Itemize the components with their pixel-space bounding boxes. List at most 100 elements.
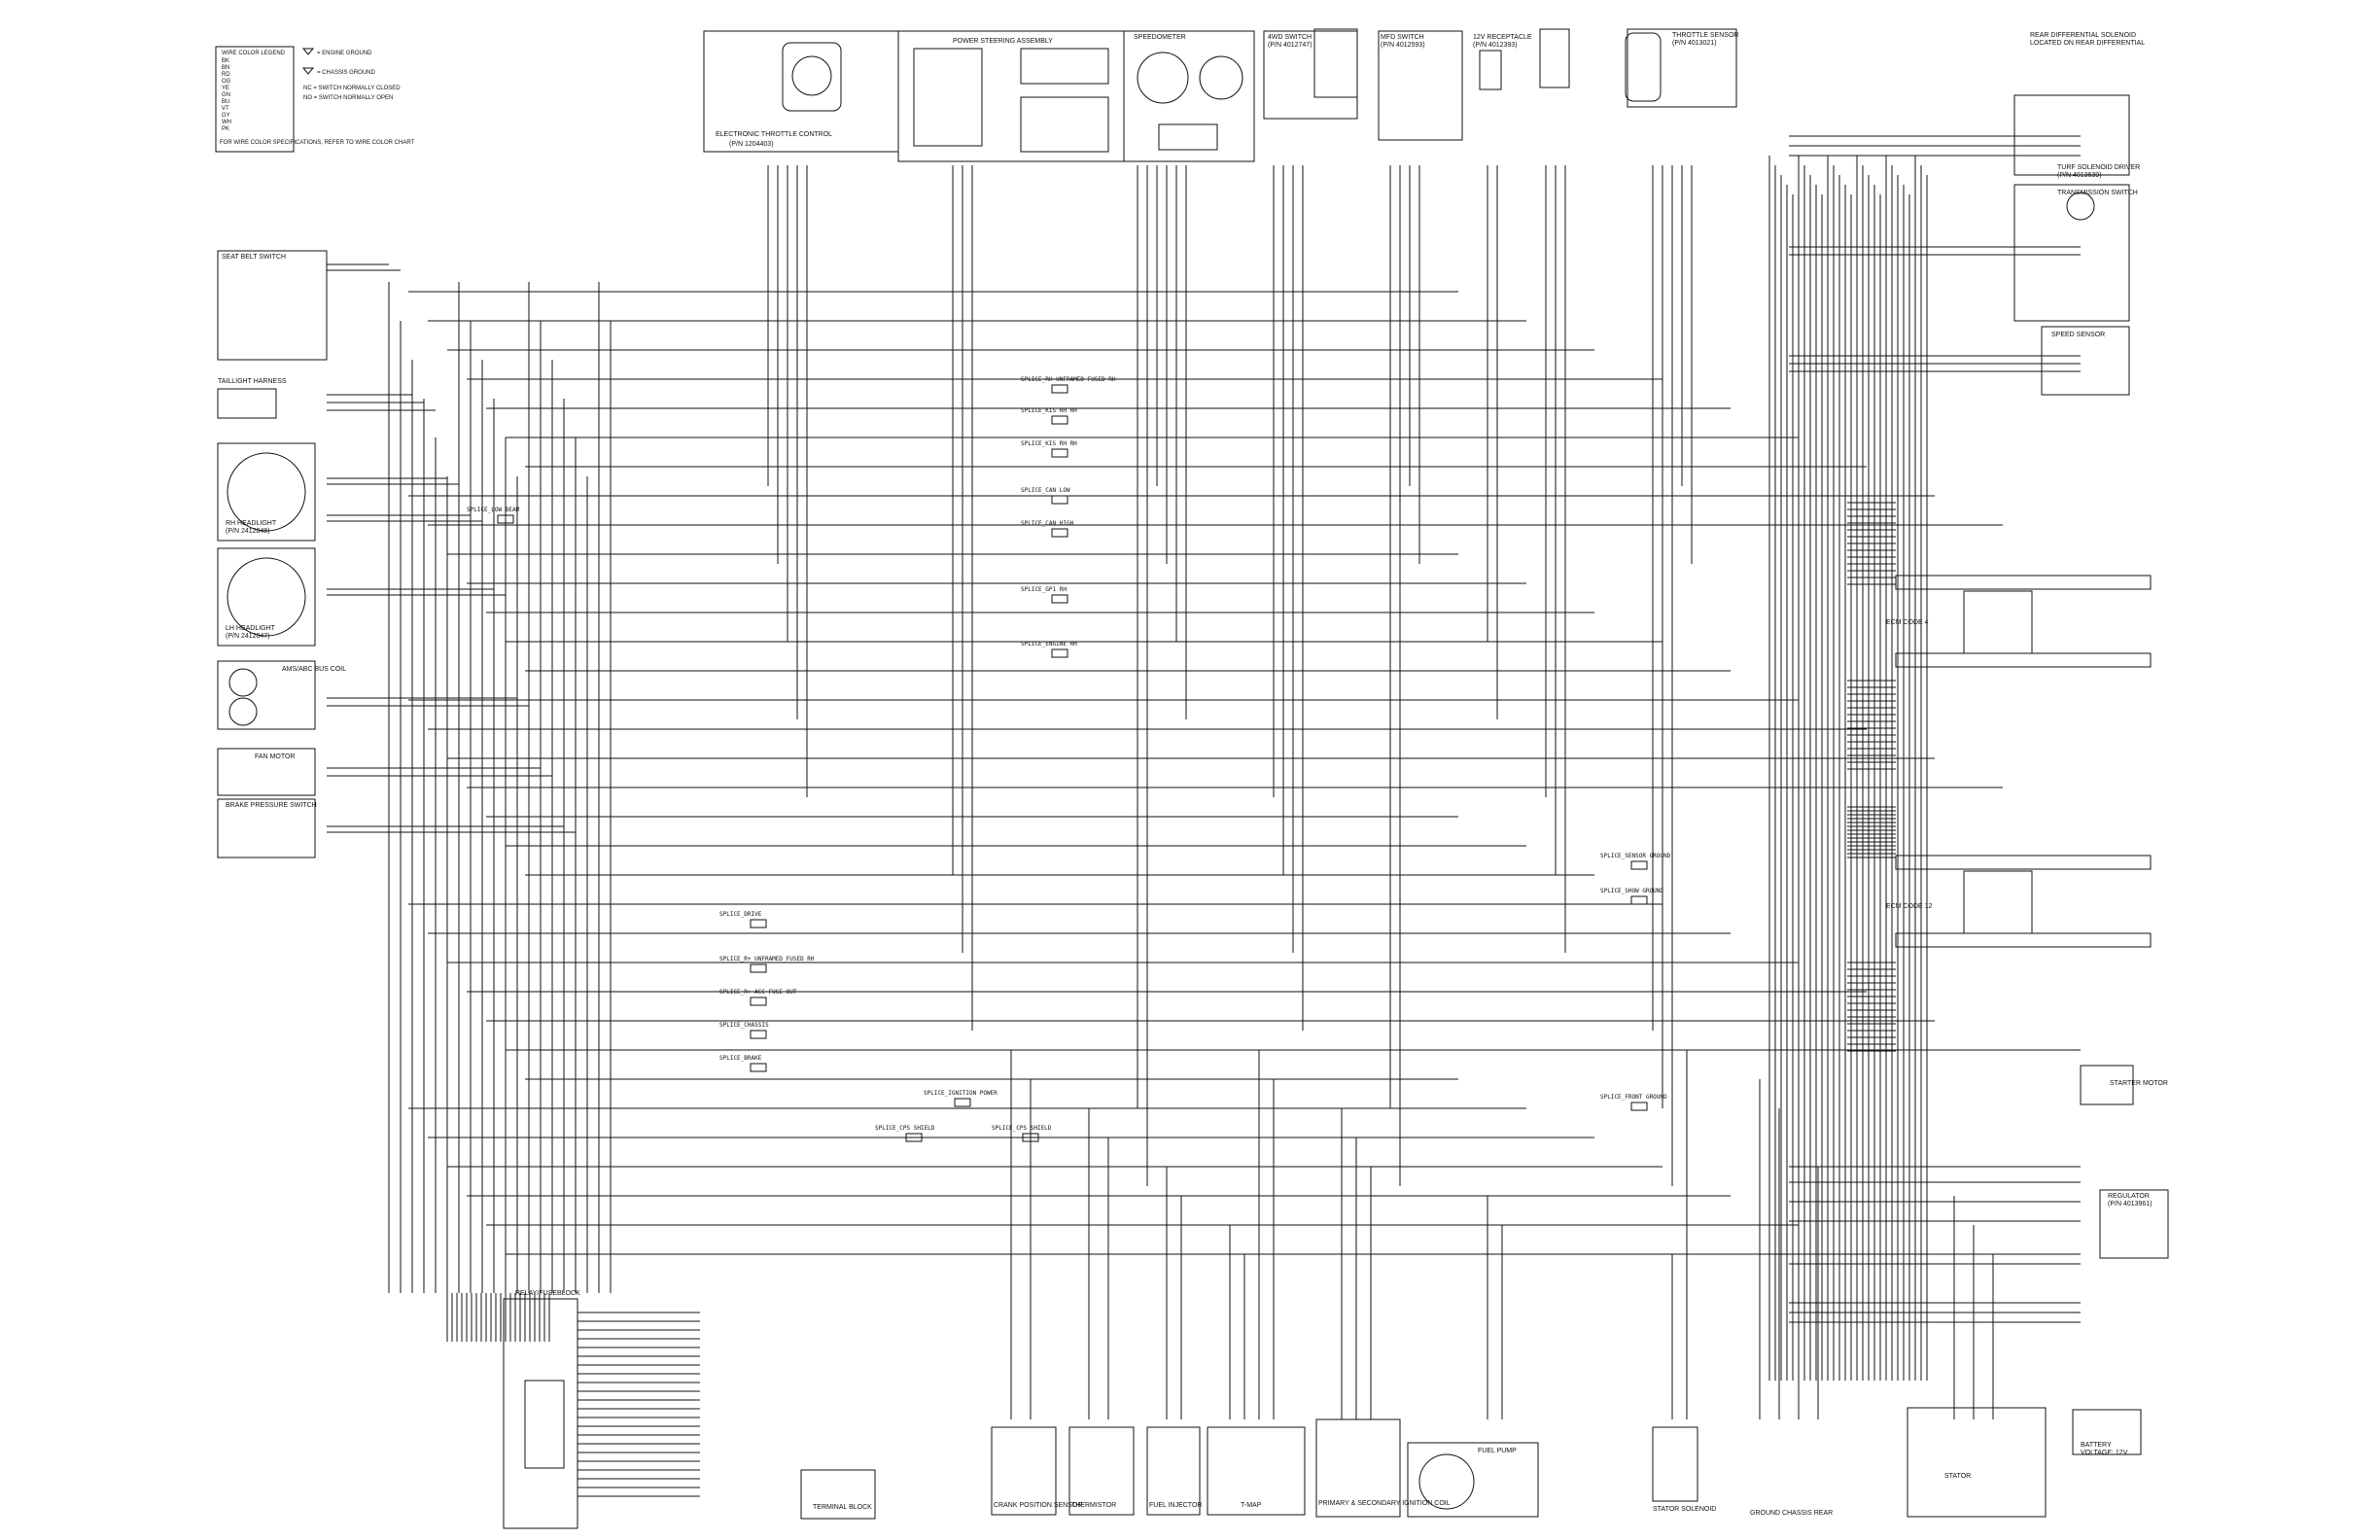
svg-text:ELECTRONIC THROTTLE CONTROL: ELECTRONIC THROTTLE CONTROL bbox=[716, 131, 832, 138]
splice-label: SPLICE_RH UNFRAMED FUSED RH bbox=[1021, 376, 1116, 383]
svg-text:NC = SWITCH NORMALLY CLOSED: NC = SWITCH NORMALLY CLOSED bbox=[303, 86, 401, 91]
splice-box bbox=[1051, 448, 1068, 458]
svg-text:RELAY/FUSEBLOCK: RELAY/FUSEBLOCK bbox=[515, 1290, 580, 1297]
svg-text:TURF SOLENOID DRIVER: TURF SOLENOID DRIVER bbox=[2057, 164, 2140, 171]
splice-label: SPLICE_CHASSIS bbox=[719, 1022, 769, 1029]
splice-box bbox=[905, 1133, 923, 1142]
splice-box bbox=[750, 919, 767, 928]
svg-text:FAN MOTOR: FAN MOTOR bbox=[255, 753, 295, 760]
splice-box bbox=[1051, 648, 1068, 658]
svg-text:TRANSMISSION SWITCH: TRANSMISSION SWITCH bbox=[2057, 190, 2138, 196]
svg-text:(P/N 2412847): (P/N 2412847) bbox=[226, 633, 270, 640]
svg-text:(P/N 4012393): (P/N 4012393) bbox=[1473, 42, 1518, 49]
svg-text:(P/N 1204403): (P/N 1204403) bbox=[729, 141, 774, 148]
left-components: SEAT BELT SWITCH TAILLIGHT HARNESS RH HE… bbox=[217, 250, 346, 858]
svg-text:REGULATOR: REGULATOR bbox=[2108, 1193, 2150, 1200]
splice-label: SPLICE_GP1 RH bbox=[1021, 586, 1067, 593]
svg-text:WIRE COLOR LEGEND: WIRE COLOR LEGEND bbox=[222, 51, 286, 56]
svg-text:REAR DIFFERENTIAL SOLENOID: REAR DIFFERENTIAL SOLENOID bbox=[2030, 32, 2136, 39]
splice-box bbox=[1630, 860, 1648, 870]
svg-text:(P/N 4013639): (P/N 4013639) bbox=[2057, 172, 2102, 179]
svg-text:THERMISTOR: THERMISTOR bbox=[1071, 1502, 1116, 1509]
svg-text:FUEL PUMP: FUEL PUMP bbox=[1478, 1448, 1517, 1454]
svg-text:= ENGINE GROUND: = ENGINE GROUND bbox=[317, 51, 372, 56]
svg-text:12V RECEPTACLE: 12V RECEPTACLE bbox=[1473, 34, 1532, 41]
svg-text:VOLTAGE: 12V: VOLTAGE: 12V bbox=[2081, 1450, 2128, 1456]
splice-label: SPLICE_FRONT GROUND bbox=[1600, 1094, 1667, 1101]
svg-text:BATTERY: BATTERY bbox=[2081, 1442, 2112, 1449]
svg-text:BK: BK bbox=[222, 58, 229, 64]
splice-label: SPLICE_R+ ACC FUSE OUT bbox=[719, 989, 797, 996]
svg-text:RD: RD bbox=[222, 72, 230, 78]
svg-text:TAILLIGHT HARNESS: TAILLIGHT HARNESS bbox=[218, 378, 287, 385]
svg-text:WH: WH bbox=[222, 120, 231, 125]
svg-text:STATOR SOLENOID: STATOR SOLENOID bbox=[1653, 1506, 1716, 1513]
splice-box bbox=[1051, 594, 1068, 604]
svg-text:LH HEADLIGHT: LH HEADLIGHT bbox=[226, 625, 276, 632]
svg-text:= CHASSIS GROUND: = CHASSIS GROUND bbox=[317, 70, 376, 76]
svg-text:SPEEDOMETER: SPEEDOMETER bbox=[1134, 34, 1186, 41]
svg-text:THROTTLE SENSOR: THROTTLE SENSOR bbox=[1672, 32, 1738, 39]
splice-label: SPLICE_CPS SHIELD bbox=[992, 1125, 1052, 1132]
svg-text:SEAT BELT SWITCH: SEAT BELT SWITCH bbox=[222, 254, 286, 261]
splice-label: SPLICE_R+ UNFRAMED FUSED RH bbox=[719, 956, 815, 962]
svg-text:STATOR: STATOR bbox=[1944, 1473, 1971, 1480]
splice-label: SPLICE_ENGINE RH bbox=[1021, 641, 1077, 648]
right-components: TRANSMISSION SWITCH SPEED SENSOR ECM COD… bbox=[1886, 184, 2169, 1456]
svg-text:VT: VT bbox=[222, 106, 229, 112]
svg-text:PRIMARY & SECONDARY IGNITION C: PRIMARY & SECONDARY IGNITION COIL bbox=[1318, 1500, 1451, 1507]
svg-text:TERMINAL BLOCK: TERMINAL BLOCK bbox=[813, 1504, 872, 1511]
splice-box bbox=[750, 1030, 767, 1039]
svg-text:BU: BU bbox=[222, 99, 229, 105]
svg-text:LOCATED ON REAR DIFFERENTIAL: LOCATED ON REAR DIFFERENTIAL bbox=[2030, 40, 2145, 47]
splice-box bbox=[1630, 1102, 1648, 1111]
svg-text:(P/N 4012747): (P/N 4012747) bbox=[1268, 42, 1312, 49]
splice-box bbox=[1051, 415, 1068, 425]
svg-text:NO = SWITCH NORMALLY OPEN: NO = SWITCH NORMALLY OPEN bbox=[303, 95, 393, 101]
svg-text:YE: YE bbox=[222, 86, 229, 91]
ground-symbol-legend: = ENGINE GROUND = CHASSIS GROUND NC = SW… bbox=[301, 48, 401, 101]
splice-label: SPLICE_BRAKE bbox=[719, 1055, 762, 1062]
bottom-components: RELAY/FUSEBLOCK TERMINAL BLOCK CRANK POS… bbox=[503, 1290, 2047, 1529]
svg-text:AMS/ABC BUS COIL: AMS/ABC BUS COIL bbox=[282, 666, 346, 673]
svg-text:FOR WIRE COLOR SPECIFICATIONS,: FOR WIRE COLOR SPECIFICATIONS, REFER TO … bbox=[220, 140, 415, 146]
splice-group: SPLICE_RH UNFRAMED FUSED RH SPLICE_KIS RH… bbox=[467, 376, 1671, 1142]
svg-text:ECM CODE 4: ECM CODE 4 bbox=[1886, 619, 1929, 626]
splice-box bbox=[1022, 1133, 1039, 1142]
splice-box bbox=[497, 514, 514, 524]
svg-text:GROUND CHASSIS REAR: GROUND CHASSIS REAR bbox=[1750, 1510, 1833, 1517]
svg-text:(P/N 4013961): (P/N 4013961) bbox=[2108, 1201, 2152, 1208]
svg-text:OG: OG bbox=[222, 79, 231, 85]
svg-text:BRAKE PRESSURE SWITCH: BRAKE PRESSURE SWITCH bbox=[226, 802, 317, 809]
splice-label: SPLICE_KIS RH RH bbox=[1021, 440, 1077, 447]
splice-box bbox=[1051, 495, 1068, 505]
splice-label: SPLICE_CAN HIGH bbox=[1021, 520, 1074, 527]
splice-box bbox=[1630, 895, 1648, 905]
splice-box bbox=[1051, 528, 1068, 538]
svg-text:T-MAP: T-MAP bbox=[1241, 1502, 1262, 1509]
splice-label: SPLICE_CPS SHIELD bbox=[875, 1125, 935, 1132]
svg-text:SPEED SENSOR: SPEED SENSOR bbox=[2051, 332, 2105, 338]
svg-text:CRANK POSITION SENSOR: CRANK POSITION SENSOR bbox=[994, 1502, 1082, 1509]
svg-text:(P/N 4013021): (P/N 4013021) bbox=[1672, 40, 1717, 47]
svg-text:PK: PK bbox=[222, 126, 229, 132]
splice-box bbox=[750, 1063, 767, 1072]
svg-text:FUEL INJECTOR: FUEL INJECTOR bbox=[1149, 1502, 1202, 1509]
wire-color-legend: WIRE COLOR LEGEND BK BN RD OG YE GN BU V… bbox=[215, 46, 415, 153]
top-components: ELECTRONIC THROTTLE CONTROL (P/N 1204403… bbox=[703, 28, 2145, 179]
svg-text:(P/N 4012593): (P/N 4012593) bbox=[1381, 42, 1425, 49]
splice-label: SPLICE_SENSOR GROUND bbox=[1600, 853, 1671, 859]
svg-text:GN: GN bbox=[222, 92, 230, 98]
svg-text:4WD SWITCH: 4WD SWITCH bbox=[1268, 34, 1312, 41]
svg-text:MFD SWITCH: MFD SWITCH bbox=[1381, 34, 1424, 41]
splice-label: SPLICE_KIS RH RH bbox=[1021, 407, 1077, 414]
splice-label: SPLICE_LOW BEAM bbox=[467, 507, 520, 513]
svg-text:RH HEADLIGHT: RH HEADLIGHT bbox=[226, 520, 277, 527]
chassis-ground-icon bbox=[301, 67, 315, 75]
svg-text:POWER STEERING ASSEMBLY: POWER STEERING ASSEMBLY bbox=[953, 38, 1053, 45]
splice-box bbox=[1051, 384, 1068, 394]
wire-harness bbox=[327, 135, 2081, 1497]
svg-text:BN: BN bbox=[222, 65, 229, 71]
splice-box bbox=[750, 997, 767, 1006]
